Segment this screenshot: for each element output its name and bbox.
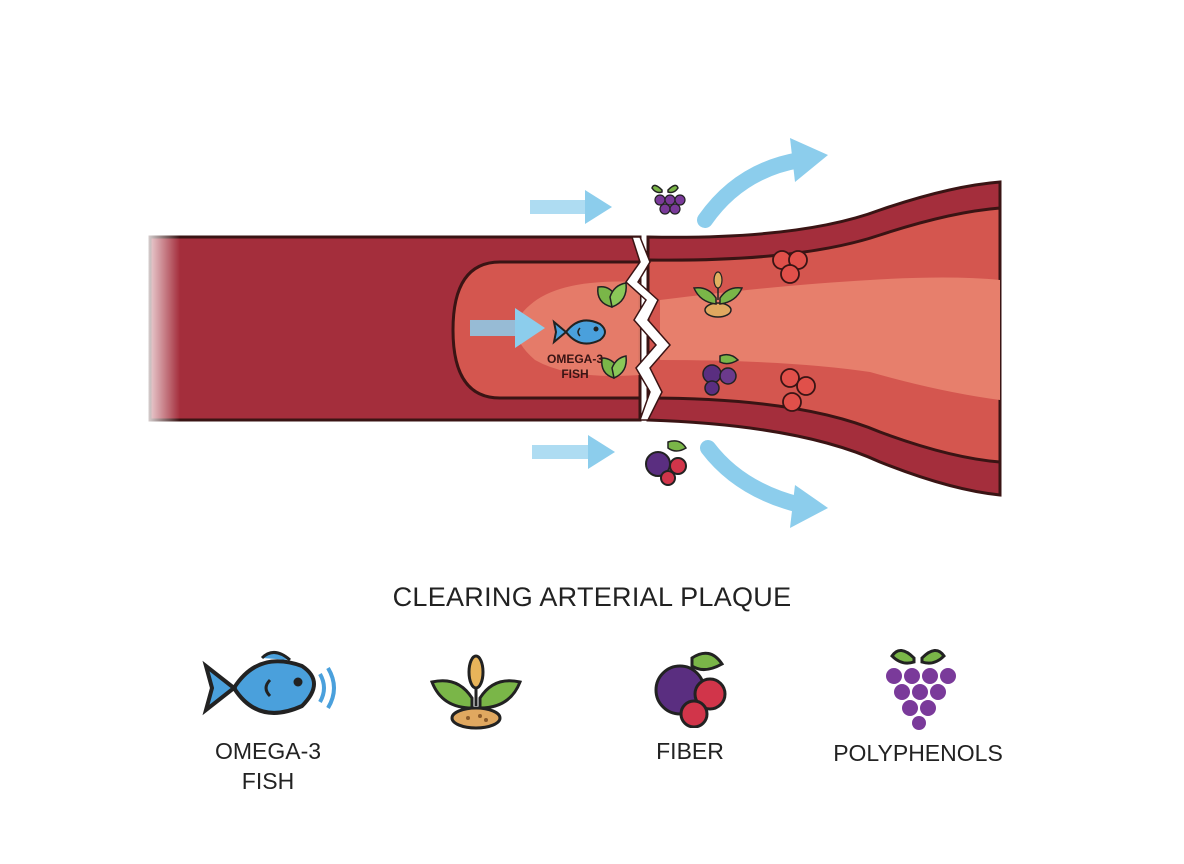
- leaf-icon: [601, 355, 627, 380]
- fish-icon: [202, 651, 336, 716]
- berries-icon: [645, 440, 688, 486]
- legend-label: POLYPHENOLS: [833, 740, 1003, 766]
- legend-omega3: OMEGA-3 FISH: [168, 648, 368, 796]
- grapes-icon: [886, 649, 956, 730]
- leaf-icon: [597, 282, 627, 309]
- red-cells-icon: [772, 250, 808, 284]
- cleared-artery-segment: [646, 180, 1002, 497]
- clogged-artery-segment: [140, 232, 642, 425]
- legend-polyphenols: POLYPHENOLS: [818, 646, 1018, 768]
- artery-diagram: [140, 138, 1002, 528]
- berries-icon: [702, 353, 740, 396]
- legend-label: FIBER: [656, 738, 724, 764]
- grapes-icon: [651, 184, 686, 215]
- seed-leaves-icon: [692, 271, 744, 318]
- plaque-crack: [625, 236, 671, 421]
- flow-arrows: [470, 138, 828, 528]
- legend-label: OMEGA-3 FISH: [214, 738, 322, 794]
- diagram-title: CLEARING ARTERIAL PLAQUE: [392, 582, 792, 612]
- berries-icon: [654, 651, 727, 728]
- red-cells-icon: [780, 368, 816, 412]
- inner-fish-label: OMEGA-3 FISH: [546, 352, 603, 381]
- fish-icon: [552, 319, 606, 345]
- legend-seeds: [376, 650, 576, 738]
- seed-leaves-icon: [429, 654, 523, 730]
- legend-fiber: FIBER: [590, 648, 790, 766]
